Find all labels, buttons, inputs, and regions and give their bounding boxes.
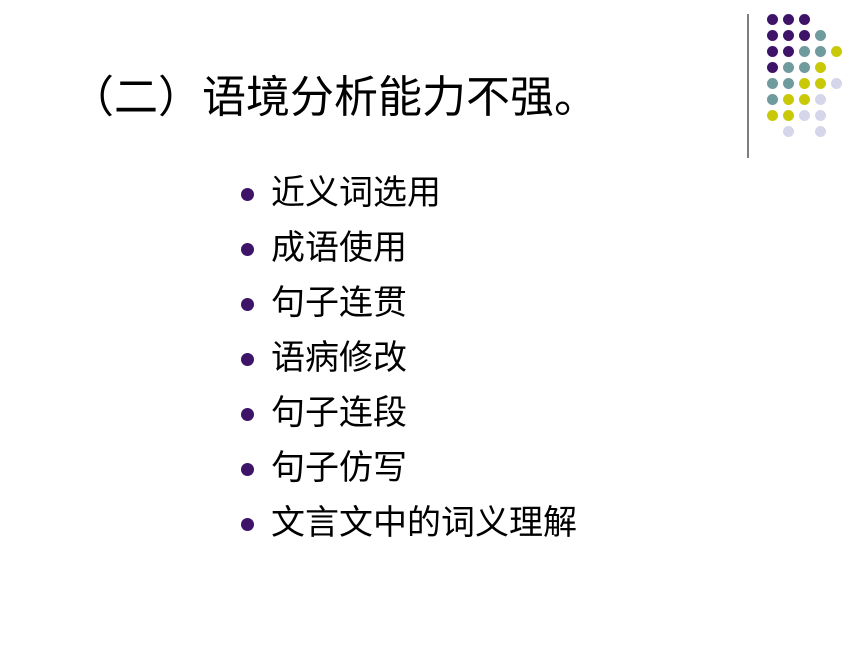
decorative-dot — [799, 46, 810, 57]
decorative-dot — [815, 78, 826, 89]
bullet-list: 近义词选用 成语使用 句子连贯 语病修改 句子连段 句子仿写 文言文中的词义理解 — [241, 168, 577, 553]
bullet-item: 成语使用 — [241, 223, 577, 278]
decorative-dot — [799, 110, 810, 121]
decorative-dot — [799, 14, 810, 25]
decorative-dot — [799, 30, 810, 41]
decorative-dot — [799, 62, 810, 73]
vertical-divider — [747, 14, 749, 158]
decorative-dot — [767, 14, 778, 25]
bullet-item: 文言文中的词义理解 — [241, 498, 577, 553]
decorative-dot — [815, 94, 826, 105]
decorative-dot — [783, 62, 794, 73]
decorative-dot — [783, 78, 794, 89]
bullet-text: 文言文中的词义理解 — [271, 503, 577, 543]
bullet-dot-icon — [241, 518, 254, 531]
decorative-dot — [767, 110, 778, 121]
bullet-text: 语病修改 — [271, 338, 407, 378]
bullet-dot-icon — [241, 353, 254, 366]
decorative-dot — [767, 62, 778, 73]
decorative-dot — [767, 78, 778, 89]
bullet-item: 近义词选用 — [241, 168, 577, 223]
decorative-dot — [815, 46, 826, 57]
slide-title: （二）语境分析能力不强。 — [70, 72, 598, 123]
decorative-dot — [831, 78, 842, 89]
decorative-dot — [815, 30, 826, 41]
decorative-dot — [767, 94, 778, 105]
bullet-text: 近义词选用 — [271, 173, 441, 213]
bullet-dot-icon — [241, 243, 254, 256]
bullet-item: 语病修改 — [241, 333, 577, 388]
decorative-dot — [767, 30, 778, 41]
bullet-item: 句子仿写 — [241, 443, 577, 498]
decorative-dot — [783, 126, 794, 137]
decorative-dot — [767, 46, 778, 57]
decorative-dot — [815, 126, 826, 137]
decorative-dot — [783, 94, 794, 105]
decorative-dot — [799, 78, 810, 89]
decorative-dot — [783, 30, 794, 41]
bullet-item: 句子连段 — [241, 388, 577, 443]
decorative-dot — [783, 110, 794, 121]
bullet-item: 句子连贯 — [241, 278, 577, 333]
bullet-dot-icon — [241, 188, 254, 201]
decorative-dot — [799, 94, 810, 105]
decorative-dot — [831, 46, 842, 57]
bullet-dot-icon — [241, 463, 254, 476]
decorative-dot — [783, 46, 794, 57]
bullet-dot-icon — [241, 408, 254, 421]
bullet-text: 成语使用 — [271, 228, 407, 268]
decorative-dot — [783, 14, 794, 25]
bullet-text: 句子仿写 — [271, 448, 407, 488]
bullet-text: 句子连贯 — [271, 283, 407, 323]
decorative-dot — [815, 110, 826, 121]
bullet-dot-icon — [241, 298, 254, 311]
decorative-dot — [815, 62, 826, 73]
bullet-text: 句子连段 — [271, 393, 407, 433]
